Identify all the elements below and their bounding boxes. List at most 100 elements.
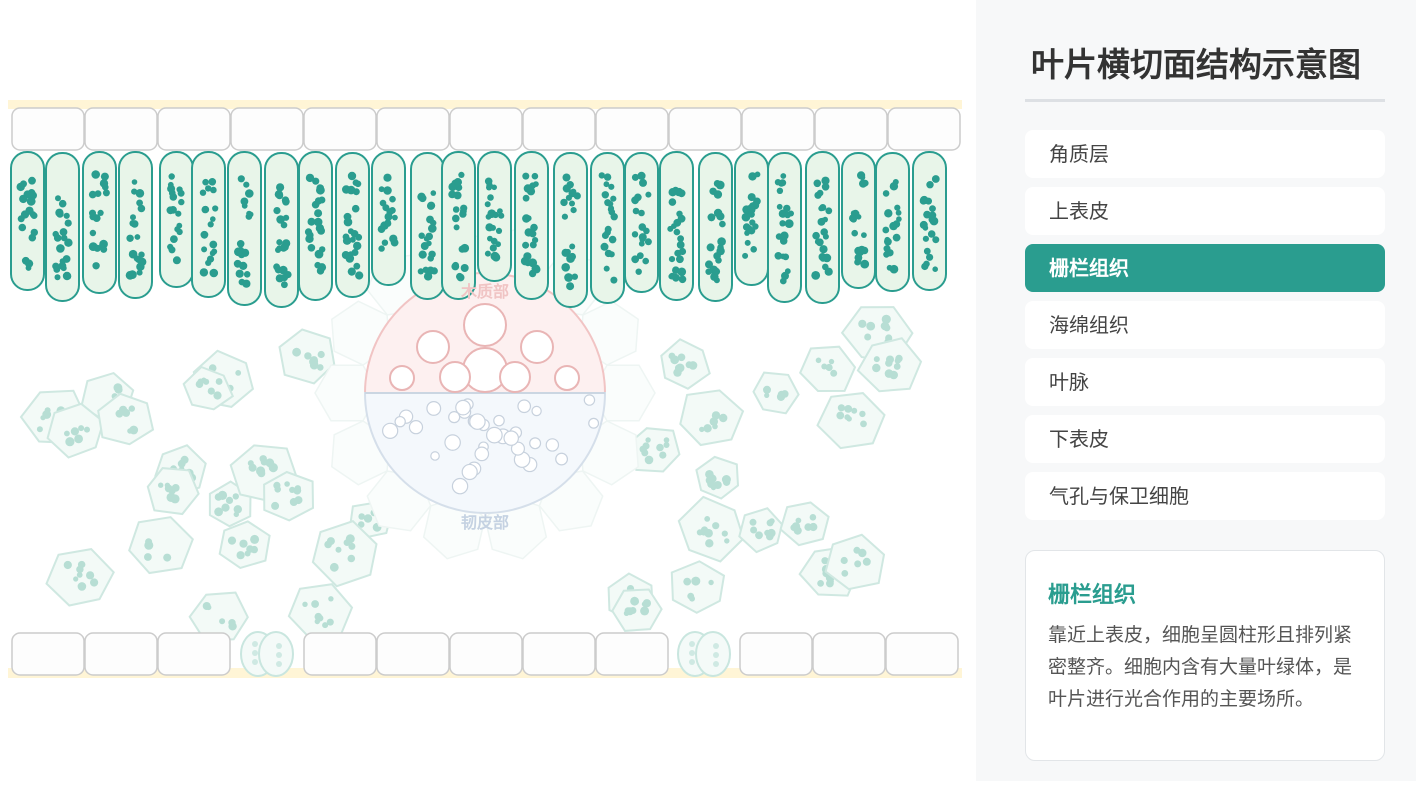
palisade-chloroplast (712, 267, 721, 276)
palisade-chloroplast (176, 222, 183, 229)
palisade-chloroplast (418, 250, 427, 259)
palisade-chloroplast (854, 246, 863, 255)
menu-item-vein[interactable]: 叶脉 (1025, 358, 1385, 406)
menu-item-stomata[interactable]: 气孔与保卫细胞 (1025, 472, 1385, 520)
spongy-chloroplast (73, 576, 79, 582)
palisade-chloroplast (569, 243, 576, 250)
palisade-chloroplast (498, 212, 505, 219)
palisade-chloroplast (89, 229, 97, 237)
menu-item-cuticle[interactable]: 角质层 (1025, 130, 1385, 178)
palisade-chloroplast (565, 194, 573, 201)
guard-chloroplast (713, 652, 719, 658)
palisade-chloroplast (172, 256, 181, 265)
spongy-chloroplast (74, 434, 83, 444)
palisade-chloroplast (818, 205, 825, 212)
palisade-chloroplast (347, 251, 354, 258)
spongy-chloroplast (704, 528, 713, 538)
palisade-chloroplast (819, 245, 828, 254)
spongy-chloroplast (790, 524, 798, 531)
spongy-chloroplast (853, 546, 861, 554)
palisade-chloroplast (811, 271, 821, 280)
palisade-chloroplast (784, 219, 794, 229)
upper-epidermis[interactable] (11, 107, 961, 151)
palisade-chloroplast (668, 256, 676, 263)
palisade-chloroplast (383, 186, 392, 195)
palisade-chloroplast (170, 235, 178, 244)
palisade-chloroplast (821, 183, 830, 191)
palisade-chloroplast (281, 196, 290, 204)
palisade-chloroplast (169, 206, 177, 214)
menu-item-upper-epidermis[interactable]: 上表皮 (1025, 187, 1385, 235)
palisade-chloroplast (780, 277, 787, 285)
spongy-cell (670, 560, 726, 614)
palisade-chloroplast (932, 236, 940, 244)
palisade-chloroplast (750, 246, 757, 253)
xylem-vessel (463, 303, 507, 347)
spongy-chloroplast (314, 618, 320, 625)
palisade-tissue[interactable] (10, 151, 947, 308)
guard-chloroplast (252, 641, 258, 647)
lower-epidermis[interactable] (11, 632, 959, 676)
palisade-chloroplast (894, 204, 901, 211)
palisade-chloroplast (136, 199, 144, 207)
palisade-chloroplast (747, 227, 756, 235)
palisade-chloroplast (210, 216, 216, 222)
palisade-cell (159, 151, 194, 288)
spongy-chloroplast (872, 363, 881, 373)
spongy-chloroplast (862, 557, 871, 566)
palisade-chloroplast (208, 178, 217, 186)
palisade-chloroplast (603, 181, 610, 188)
guard-chloroplast (713, 643, 719, 649)
spongy-chloroplast (228, 619, 236, 627)
palisade-chloroplast (529, 230, 537, 238)
palisade-chloroplast (207, 221, 214, 228)
palisade-chloroplast (713, 208, 723, 218)
menu-item-lower-epidermis[interactable]: 下表皮 (1025, 415, 1385, 463)
phloem-cell (455, 399, 471, 416)
spongy-chloroplast (227, 536, 237, 545)
stomata-guard-cells[interactable] (240, 631, 731, 677)
leaf-vein[interactable] (314, 226, 656, 560)
phloem-cell (451, 477, 469, 495)
palisade-chloroplast (99, 179, 109, 188)
spongy-chloroplast (841, 570, 849, 577)
palisade-chloroplast (347, 267, 356, 276)
palisade-chloroplast (91, 170, 100, 179)
spongy-chloroplast (250, 534, 260, 544)
palisade-chloroplast (280, 274, 288, 282)
spongy-chloroplast (317, 364, 324, 371)
palisade-chloroplast (645, 191, 652, 198)
palisade-chloroplast (638, 209, 645, 217)
palisade-chloroplast (130, 214, 136, 221)
spongy-chloroplast (707, 480, 716, 488)
palisade-chloroplast (134, 234, 141, 240)
palisade-chloroplast (678, 275, 687, 284)
palisade-chloroplast (668, 198, 677, 206)
guard-chloroplast (713, 661, 719, 667)
spongy-chloroplast (302, 601, 308, 607)
palisade-chloroplast (778, 179, 785, 187)
phloem-cell (408, 420, 424, 435)
xylem-vessel (439, 361, 471, 393)
spongy-chloroplast (687, 592, 695, 600)
upper-cuticle[interactable] (8, 100, 962, 109)
guard-chloroplast (276, 661, 282, 667)
palisade-chloroplast (570, 207, 577, 214)
guard-chloroplast (252, 659, 258, 665)
palisade-chloroplast (280, 221, 288, 229)
phloem-cell (461, 463, 478, 481)
lower-epidermis-cell (739, 632, 813, 676)
palisade-cell (734, 151, 769, 286)
spongy-tissue[interactable] (19, 306, 923, 642)
spongy-chloroplast (828, 358, 835, 365)
menu-item-palisade[interactable]: 栅栏组织 (1025, 244, 1385, 292)
palisade-chloroplast (644, 238, 652, 246)
palisade-chloroplast (20, 210, 30, 219)
palisade-chloroplast (130, 220, 139, 228)
palisade-chloroplast (631, 173, 639, 181)
palisade-chloroplast (742, 252, 749, 259)
spongy-chloroplast (659, 451, 667, 459)
spongy-chloroplast (84, 426, 90, 433)
menu-item-spongy[interactable]: 海绵组织 (1025, 301, 1385, 349)
spongy-chloroplast (719, 413, 728, 423)
